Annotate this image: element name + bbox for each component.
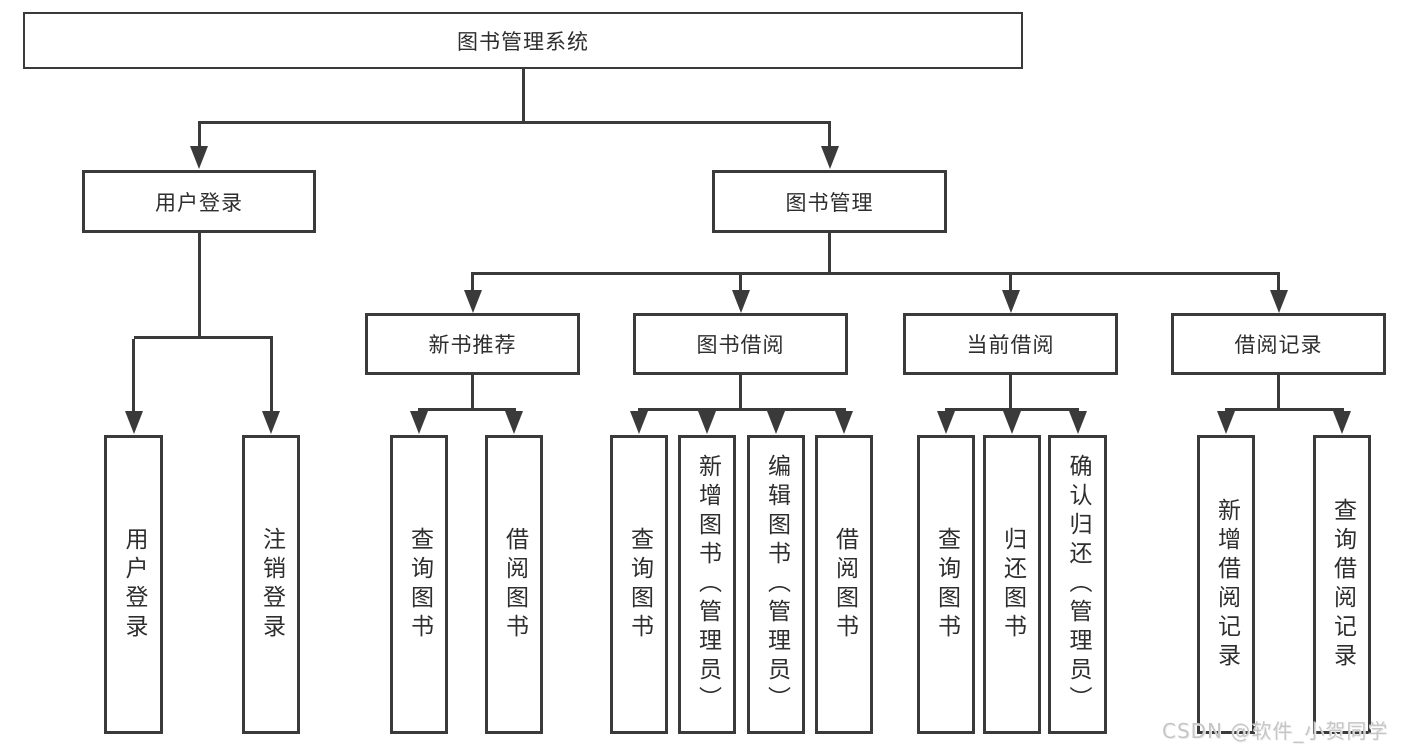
leaf-query-books-current: 查询图书 [917,435,975,734]
connector-bookmgmt-stem [828,233,831,275]
arrowhead-bookborrow [731,290,750,313]
connector-newbook-shaft [471,275,474,292]
arrowhead-leaf-logout [262,411,280,434]
leaf-label: 新增图书（管理员） [694,454,721,715]
leaf-edit-book-admin: 编辑图书（管理员） [747,435,805,734]
leaf-label: 借阅图书 [501,526,528,643]
arrowhead-leaf-bbedit [767,411,785,434]
connector-bookborrow-hbar [637,408,845,411]
connector-newbook-stem [471,375,474,411]
leaf-user-login: 用户登录 [104,435,163,734]
arrowhead-currentborrow [1001,290,1020,313]
leaf-label: 归还图书 [999,526,1026,643]
leaf-label: 查询借阅记录 [1329,497,1356,672]
node-label: 图书管理系统 [457,29,589,54]
arrowhead-leaf-nbborrow [505,411,523,434]
connector-userlogin-stem [197,233,201,337]
arrowhead-leaf-userlogin [124,411,143,434]
leaf-label: 用户登录 [121,526,147,643]
connector-leaf-logout-shaft [269,339,273,412]
connector-userlogin-shaft [197,124,201,147]
leaf-query-books-newbook: 查询图书 [390,435,448,734]
connector-leaf-userlogin-shaft [132,339,135,412]
leaf-query-borrow-record: 查询借阅记录 [1313,435,1371,734]
arrowhead-leaf-nbquery [410,411,428,434]
leaf-label: 确认归还（管理员） [1065,454,1091,715]
leaf-query-books-borrow: 查询图书 [610,435,668,734]
leaf-borrow-books-newbook: 借阅图书 [485,435,543,734]
arrowhead-leaf-bbadd [698,411,716,434]
leaf-add-book-admin: 新增图书（管理员） [678,435,736,734]
arrowhead-leaf-brquery [1333,411,1351,434]
connector-root-hbar [197,121,831,124]
leaf-label: 借阅图书 [831,526,858,643]
node-label: 新书推荐 [428,333,517,357]
node-label: 图书借阅 [696,333,785,357]
connector-userlogin-hbar [133,336,273,339]
connector-borrowrecord-hbar [1224,408,1344,411]
node-book-management: 图书管理 [712,170,947,233]
connector-bookmgmt-hbar [471,272,1280,275]
arrowhead-leaf-cbconfirm [1068,411,1087,434]
node-library-management-system: 图书管理系统 [23,12,1023,69]
leaf-label: 新增借阅记录 [1213,497,1240,672]
arrowhead-leaf-bbborrow [835,411,853,434]
arrowhead-bookmgmt [820,146,839,169]
node-current-borrowing: 当前借阅 [903,313,1118,375]
node-user-login: 用户登录 [82,170,316,233]
arrowhead-newbook [463,290,482,313]
connector-borrowrecord-stem [1277,375,1280,411]
leaf-return-books: 归还图书 [983,435,1041,734]
node-label: 用户登录 [155,190,243,215]
arrowhead-leaf-cbquery [937,411,955,434]
leaf-label: 编辑图书（管理员） [763,454,790,715]
arrowhead-leaf-bbquery [630,411,648,434]
leaf-add-borrow-record: 新增借阅记录 [1197,435,1255,734]
node-label: 图书管理 [785,190,874,215]
connector-bookborrow-stem [739,375,742,411]
node-label: 借阅记录 [1234,333,1323,357]
connector-currentborrow-stem [1009,375,1012,411]
node-borrowing-records: 借阅记录 [1171,313,1386,375]
connector-borrowrecord-shaft [1277,275,1280,292]
connector-currentborrow-shaft [1009,275,1012,292]
arrowhead-userlogin [190,146,208,169]
csdn-watermark: CSDN @软件_小贺同学 [1162,719,1389,743]
connector-bookmgmt-shaft [828,124,831,147]
arrowhead-leaf-bradd [1217,411,1235,434]
node-new-book-recommend: 新书推荐 [365,313,580,375]
node-label: 当前借阅 [966,333,1055,357]
arrowhead-leaf-cbreturn [1003,411,1021,434]
connector-root-stem [521,69,525,124]
leaf-logout: 注销登录 [242,435,300,734]
connector-newbook-hbar [417,408,516,411]
leaf-label: 注销登录 [258,526,285,643]
leaf-label: 查询图书 [406,526,433,643]
leaf-borrow-books-borrow: 借阅图书 [815,435,873,734]
connector-bookborrow-shaft [739,275,742,292]
leaf-label: 查询图书 [933,526,960,643]
arrowhead-borrowrecord [1269,290,1288,313]
leaf-label: 查询图书 [626,526,653,643]
leaf-confirm-return-admin: 确认归还（管理员） [1048,435,1107,734]
node-book-borrowing: 图书借阅 [633,313,848,375]
